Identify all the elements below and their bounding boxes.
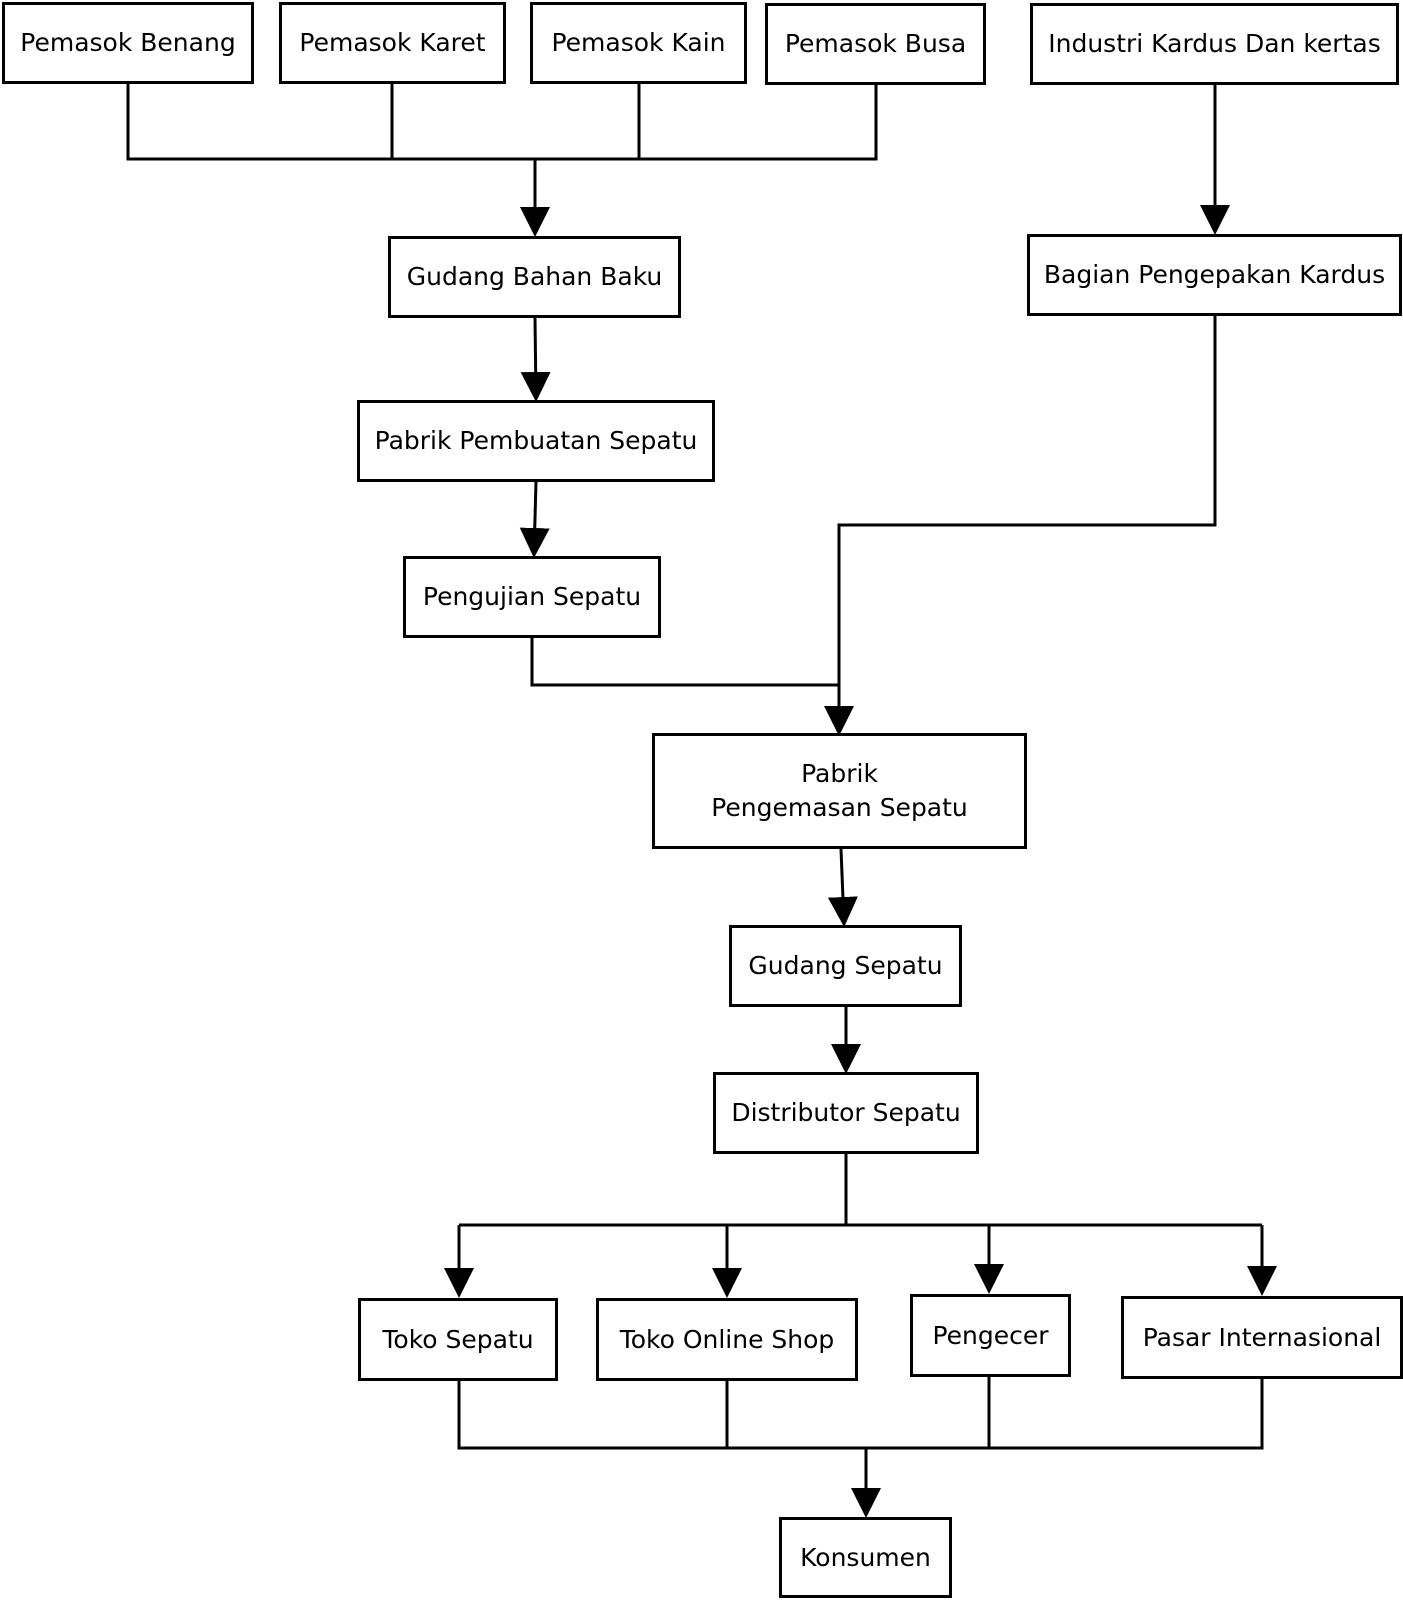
node-pengujian: Pengujian Sepatu (403, 556, 661, 638)
node-toko-sepatu: Toko Sepatu (358, 1298, 558, 1381)
node-distributor: Distributor Sepatu (713, 1072, 979, 1154)
node-label: Pemasok Benang (20, 28, 236, 57)
arrow-to-pabrik-pengemasan (824, 316, 1217, 736)
node-pasar-internasional: Pasar Internasional (1121, 1296, 1403, 1379)
node-pabrik-pembuatan: Pabrik Pembuatan Sepatu (357, 400, 715, 482)
arrow-to-pengujian (519, 481, 550, 558)
node-label: Industri Kardus Dan kertas (1048, 29, 1381, 58)
node-label: Distributor Sepatu (731, 1098, 961, 1127)
node-label: Gudang Sepatu (748, 951, 943, 980)
node-label-line-1: Pabrik (801, 759, 878, 788)
node-label: Pemasok Kain (551, 28, 726, 57)
node-label: Pengujian Sepatu (422, 582, 642, 611)
arrow-to-gudang-sepatu (827, 848, 858, 927)
connector-outlets-merge (457, 1379, 1264, 1450)
node-label: Pemasok Karet (299, 28, 486, 57)
node-toko-online: Toko Online Shop (596, 1298, 858, 1381)
node-label: Gudang Bahan Baku (406, 262, 663, 291)
node-pemasok-kain: Pemasok Kain (530, 2, 747, 84)
node-gudang-sepatu: Gudang Sepatu (729, 925, 962, 1007)
node-label: Pabrik Pembuatan Sepatu (374, 426, 698, 455)
node-label: Bagian Pengepakan Kardus (1043, 260, 1386, 289)
arrow-to-pabrik-pembuatan (520, 317, 551, 402)
node-label-line-2: Pengemasan Sepatu (711, 793, 968, 822)
node-pabrik-pengemasan: Pabrik Pengemasan Sepatu (652, 733, 1027, 849)
node-industri-kardus: Industri Kardus Dan kertas (1030, 3, 1399, 85)
node-pemasok-benang: Pemasok Benang (2, 2, 254, 84)
node-label: Konsumen (800, 1542, 931, 1572)
node-label: Toko Online Shop (619, 1324, 835, 1354)
node-gudang-bahan-baku: Gudang Bahan Baku (388, 236, 681, 318)
node-label: Pemasok Busa (784, 29, 967, 58)
node-konsumen: Konsumen (779, 1517, 952, 1598)
connector-suppliers-bus (126, 84, 878, 161)
node-pemasok-karet: Pemasok Karet (279, 2, 506, 84)
node-pemasok-busa: Pemasok Busa (765, 3, 986, 85)
node-bagian-pengepakan: Bagian Pengepakan Kardus (1027, 234, 1402, 316)
node-label: Pasar Internasional (1142, 1322, 1382, 1352)
node-label: Toko Sepatu (382, 1324, 534, 1354)
connector-pengujian-out (530, 638, 839, 687)
node-pengecer: Pengecer (910, 1294, 1071, 1377)
node-label: Pengecer (932, 1320, 1049, 1350)
